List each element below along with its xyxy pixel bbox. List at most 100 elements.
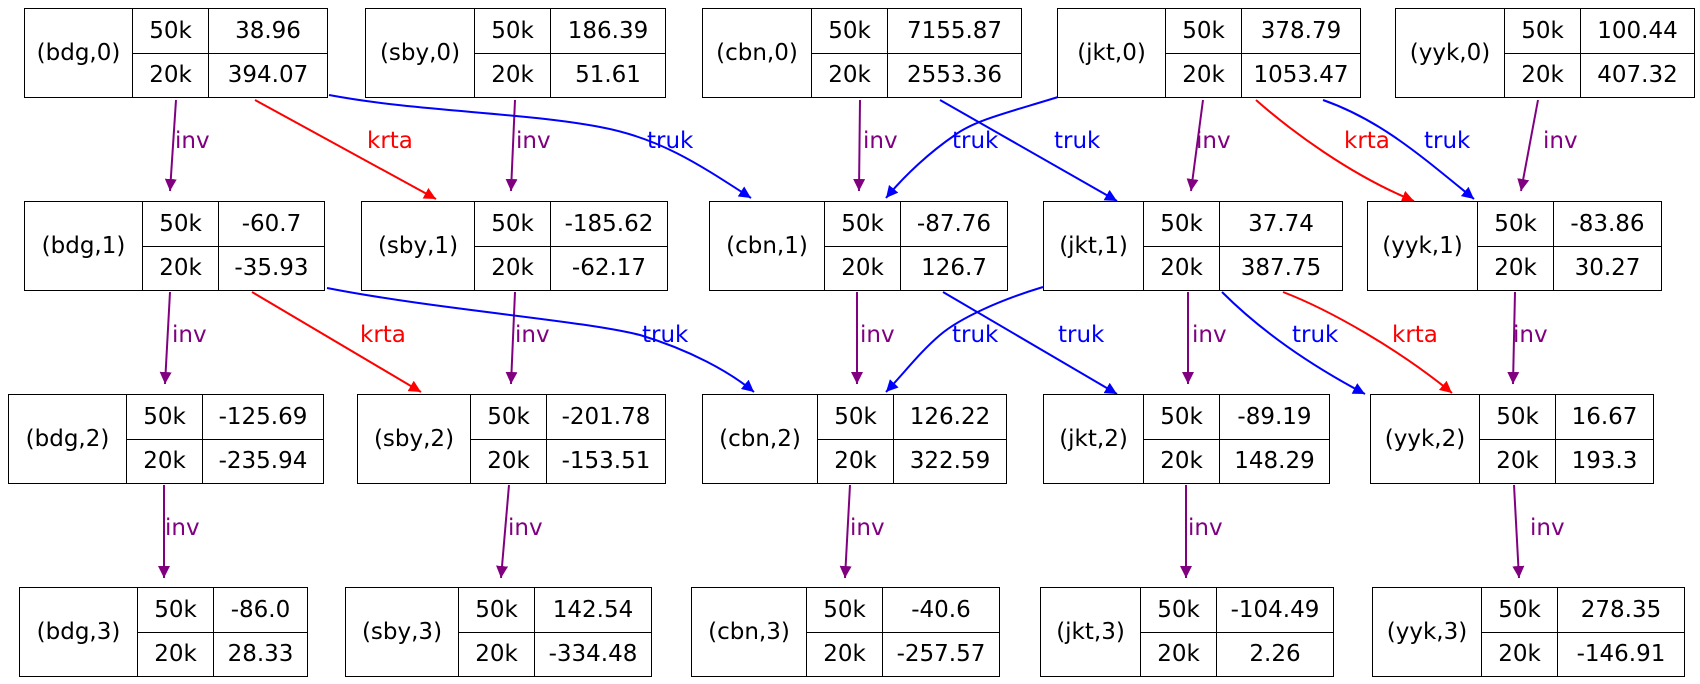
- edge-label-inv: inv: [1192, 322, 1227, 348]
- edge-line: [159, 291, 172, 385]
- row-key: 20k: [812, 53, 888, 97]
- edge-label-inv: inv: [165, 515, 200, 541]
- edge-label-inv: inv: [508, 515, 543, 541]
- edge-label-krta: krta: [1344, 128, 1390, 154]
- edge-label-inv: inv: [515, 322, 550, 348]
- edge-label-inv: inv: [1530, 515, 1565, 541]
- edge-truk-jkt0-cbn1: truk: [885, 96, 1059, 199]
- node-label: (sby,1): [362, 202, 475, 290]
- edge-krta-jkt1-yyk2k: krta: [1282, 291, 1453, 394]
- row-value: 126.22: [909, 403, 991, 430]
- edge-label-truk: truk: [1424, 128, 1471, 154]
- row-key: 20k: [133, 53, 209, 97]
- row-key: 50k: [1478, 202, 1554, 246]
- edge-label-inv: inv: [863, 128, 898, 154]
- row-value: -235.94: [218, 448, 308, 475]
- edge-inv-yyk1-yyk2: inv: [1507, 291, 1548, 385]
- edge-label-inv: inv: [175, 128, 210, 154]
- node-label: (jkt,3): [1041, 588, 1141, 676]
- edge-line: [885, 286, 1044, 393]
- row-value: 37.74: [1248, 210, 1314, 237]
- edge-label-krta: krta: [367, 128, 413, 154]
- edge-label-inv: inv: [1196, 128, 1231, 154]
- row-key: 50k: [807, 588, 883, 632]
- row-value: 2.26: [1249, 641, 1301, 668]
- row-value: -257.57: [896, 641, 986, 668]
- edge-inv-bdg0-bdg1: inv: [164, 99, 210, 192]
- row-value: 322.59: [909, 448, 991, 475]
- row-key: 20k: [475, 246, 551, 290]
- edge-line: [839, 484, 852, 579]
- node-row-20k: 20k-235.94: [127, 438, 323, 483]
- row-value: -185.62: [564, 210, 654, 237]
- node-row-50k: 50k-87.76: [825, 202, 1007, 246]
- edge-inv-cbn1-cbn2: inv: [851, 292, 895, 384]
- row-value: 7155.87: [906, 17, 1003, 44]
- edge-inv-bdg1-bdg2: inv: [159, 291, 207, 385]
- edge-line: [326, 287, 755, 393]
- row-value: -334.48: [548, 641, 638, 668]
- row-value: 186.39: [567, 17, 649, 44]
- row-value: 378.79: [1260, 17, 1342, 44]
- row-value: 38.96: [235, 17, 301, 44]
- node-label: (cbn,0): [703, 9, 812, 97]
- row-key: 20k: [1482, 632, 1558, 676]
- edge-line: [164, 99, 177, 192]
- edge-truk-bdg0-cbn1: truk: [328, 94, 752, 199]
- row-key: 20k: [471, 439, 547, 483]
- row-key: 50k: [1482, 588, 1558, 632]
- edge-inv-jkt2-jkt3: inv: [1180, 485, 1223, 578]
- row-key: 50k: [127, 395, 203, 439]
- node-row-50k: 50k-86.0: [138, 588, 307, 632]
- edge-krta-bdg1-sby2: krta: [251, 291, 422, 393]
- row-key: 20k: [475, 53, 551, 97]
- edge-truk-bdg1-cbn2: truk: [326, 287, 755, 393]
- row-key: 50k: [818, 395, 894, 439]
- node-label: (sby,3): [346, 588, 459, 676]
- edge-inv-jkt0-jkt1: inv: [1186, 99, 1231, 192]
- row-value: 30.27: [1574, 255, 1641, 282]
- edge-inv-cbn0-cbn1: inv: [853, 99, 898, 192]
- edge-label-truk: truk: [1292, 322, 1339, 348]
- row-value: -86.0: [230, 596, 291, 623]
- row-value: 278.35: [1580, 596, 1662, 623]
- row-key: 50k: [1480, 395, 1556, 439]
- row-value: 387.75: [1240, 255, 1322, 282]
- edge-line: [328, 94, 752, 199]
- edge-krta-jkt0-yyk1k: krta: [1255, 99, 1415, 203]
- row-value: 1053.47: [1253, 62, 1349, 89]
- node-label: (yyk,3): [1373, 588, 1482, 676]
- edge-label-inv: inv: [1543, 128, 1578, 154]
- row-key: 50k: [825, 202, 901, 246]
- edge-line: [505, 291, 518, 385]
- row-key: 50k: [1144, 395, 1220, 439]
